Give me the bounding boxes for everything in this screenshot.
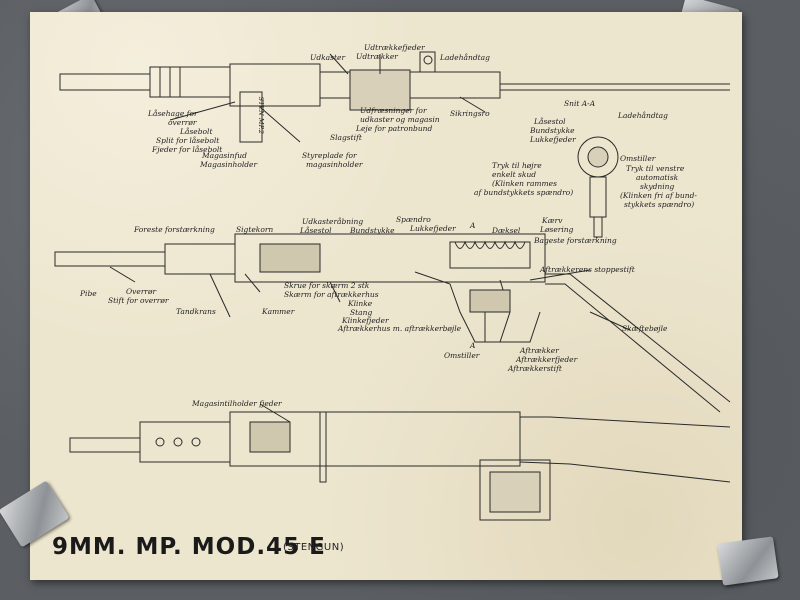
label-magasintilholder: Magasintilholder fjeder xyxy=(192,399,282,408)
label-aftraekkerstift: Aftrækkerstift xyxy=(508,364,562,373)
label-lukkefjeder: Lukkefjeder xyxy=(530,135,576,144)
label-udkaster-magasin: udkaster og magasin xyxy=(360,115,440,124)
label-skydning: skydning xyxy=(640,182,675,191)
label-aftraekker: Aftrækker xyxy=(520,346,559,355)
poster-subtitle: (STENGUN) xyxy=(283,542,345,553)
label-udtraekker: Udtrækker xyxy=(356,52,398,61)
gun-drawing xyxy=(54,51,731,521)
poster-sheet: Udtrækkefjeder Udtrækker Udkaster Ladehå… xyxy=(30,12,742,580)
label-udtraekkerfjeder: Udtrækkefjeder xyxy=(364,43,425,52)
label-kaerv: Kærv xyxy=(542,216,563,225)
label-a-mark: A xyxy=(470,221,476,230)
label-fjeder-lasebolt: Fjeder for låsebolt xyxy=(152,145,223,154)
label-stang: Stang xyxy=(350,308,373,317)
label-lasebolt: Låsebolt xyxy=(180,127,213,136)
label-udfraesninger: Udfræsninger for xyxy=(360,106,427,115)
label-aftraekkerhus: Aftrækkerhus m. aftrækkerbøjle xyxy=(338,324,462,333)
label-sigtekorn: Sigtekorn xyxy=(236,225,274,234)
label-bageste: Bageste forstærkning xyxy=(534,236,617,245)
label-stift-overror: Stift for overrør xyxy=(108,296,169,305)
label-udkasteraabning: Udkasteråbning xyxy=(302,217,364,226)
label-tryk-hojre: Tryk til højre xyxy=(492,161,542,170)
label-lasestol: Låsestol xyxy=(534,117,566,126)
label-stykkets: stykkets spændro) xyxy=(624,200,695,209)
label-omstiller-2: Omstiller xyxy=(444,351,480,360)
label-overror-1: overrør xyxy=(168,118,197,127)
label-aftraekkerfjeder: Aftrækkerfjeder xyxy=(516,355,578,364)
label-leje: Leje for patronbund xyxy=(356,124,433,133)
label-klinken-rammes: (Klinken rammes xyxy=(492,179,557,188)
label-magasinholder: Magasinholder xyxy=(200,160,258,169)
label-losering: Løsering xyxy=(540,225,574,234)
label-enkelt-skud: enkelt skud xyxy=(492,170,537,179)
label-overror-2: Overrør xyxy=(126,287,157,296)
label-a-mark-2: A xyxy=(470,341,476,350)
label-klinke: Klinke xyxy=(348,299,373,308)
label-aftraekkerens: Aftrækkerens stoppestift xyxy=(540,265,635,274)
label-kammer: Kammer xyxy=(262,307,295,316)
label-sikringsro: Sikringsro xyxy=(450,109,490,118)
label-lukkefjeder-2: Lukkefjeder xyxy=(410,224,456,233)
label-daeksel: Dæksel xyxy=(492,226,521,235)
label-automatisk: automatisk xyxy=(636,173,679,182)
label-styreplade: Styreplade for xyxy=(302,151,357,160)
label-lasehage: Låsehage for xyxy=(148,109,198,118)
label-udkaster: Udkaster xyxy=(310,53,346,62)
label-magasinholder-2: magasinholder xyxy=(306,160,363,169)
label-af-bundstykket: af bundstykkets spændro) xyxy=(474,188,574,197)
label-skaeftebojle: Skæftebøjle xyxy=(622,324,668,333)
label-ladehandtag: Ladehåndtag xyxy=(440,53,490,62)
label-spaendro: Spændro xyxy=(396,215,431,224)
label-klinken-fri: (Klinken fri af bund- xyxy=(620,191,697,200)
label-magasinfod: Magasinfud xyxy=(202,151,247,160)
label-skrue: Skrue for skærm 2 stk xyxy=(284,281,370,290)
label-foreste: Foreste forstærkning xyxy=(134,225,215,234)
label-omstiller: Omstiller xyxy=(620,154,656,163)
label-tryk-venstre: Tryk til venstre xyxy=(626,164,685,173)
label-bundstykke: Bundstykke xyxy=(530,126,575,135)
paperweight-bottom-right xyxy=(717,536,779,586)
label-split: Split for låsebolt xyxy=(156,136,220,145)
label-skaerm: Skærm for aftrækkerhus xyxy=(284,290,379,299)
label-stencil: STEN MP.2 xyxy=(256,96,265,134)
label-lasestol-2: Låsestol xyxy=(300,226,332,235)
label-bundstykke-2: Bundstykke xyxy=(350,226,395,235)
label-klinkefjeder: Klinkefjeder xyxy=(342,316,389,325)
label-tandkrans: Tandkrans xyxy=(176,307,216,316)
label-slagstift: Slagstift xyxy=(330,133,362,142)
label-ladehandtag-2: Ladehåndtag xyxy=(618,111,668,120)
label-snit: Snit A-A xyxy=(564,99,596,108)
poster-title: 9MM. MP. MOD.45 E xyxy=(52,534,326,560)
label-pibe: Pibe xyxy=(80,289,97,298)
